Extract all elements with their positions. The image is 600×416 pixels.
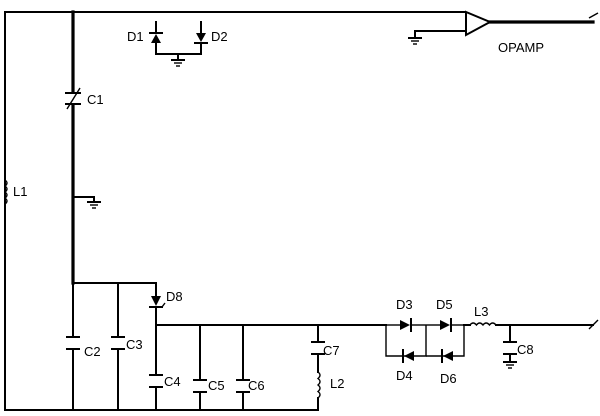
opamp-label: OPAMP bbox=[498, 40, 544, 55]
d2-label: D2 bbox=[211, 29, 228, 44]
capacitor-c3: C3 bbox=[111, 336, 143, 352]
c6-label: C6 bbox=[248, 378, 265, 393]
c8-label: C8 bbox=[517, 342, 534, 357]
capacitor-c2: C2 bbox=[66, 336, 101, 359]
inductor-l2: L2 bbox=[316, 371, 344, 399]
c1-label: C1 bbox=[87, 92, 104, 107]
diode-d8: D8 bbox=[149, 289, 183, 308]
d8-label: D8 bbox=[166, 289, 183, 304]
wire-break-marks bbox=[588, 12, 599, 330]
capacitor-c4: C4 bbox=[149, 374, 181, 389]
diode-d4: D4 bbox=[396, 349, 414, 383]
capacitor-c8: C8 bbox=[503, 341, 534, 357]
diode-d6: D6 bbox=[440, 349, 457, 386]
d1-label: D1 bbox=[127, 29, 144, 44]
inductor-l1: L1 bbox=[3, 179, 27, 205]
c3-label: C3 bbox=[126, 337, 143, 352]
ground-icon bbox=[171, 59, 185, 67]
capacitor-c5: C5 bbox=[193, 378, 225, 393]
capacitor-c6: C6 bbox=[236, 378, 265, 393]
diode-d1: D1 bbox=[127, 29, 163, 44]
ground-icon bbox=[87, 201, 101, 209]
d3-label: D3 bbox=[396, 297, 413, 312]
diode-d2: D2 bbox=[194, 29, 228, 44]
ground-icon bbox=[503, 361, 517, 369]
d5-label: D5 bbox=[436, 297, 453, 312]
diode-d3: D3 bbox=[386, 297, 426, 332]
capacitor-c1: C1 bbox=[65, 87, 104, 110]
diode-d5: D5 bbox=[426, 297, 464, 332]
l3-label: L3 bbox=[474, 304, 488, 319]
ground-icon bbox=[408, 37, 422, 45]
d6-label: D6 bbox=[440, 371, 457, 386]
c4-label: C4 bbox=[164, 374, 181, 389]
opamp-symbol: OPAMP bbox=[465, 10, 544, 55]
c7-label: C7 bbox=[323, 343, 340, 358]
wires bbox=[4, 10, 595, 411]
l2-label: L2 bbox=[330, 376, 344, 391]
capacitor-c7: C7 bbox=[311, 341, 340, 358]
d4-label: D4 bbox=[396, 368, 413, 383]
inductor-l3: L3 bbox=[469, 304, 497, 327]
ground-symbols bbox=[87, 37, 517, 369]
c5-label: C5 bbox=[208, 378, 225, 393]
l1-label: L1 bbox=[13, 184, 27, 199]
c2-label: C2 bbox=[84, 344, 101, 359]
